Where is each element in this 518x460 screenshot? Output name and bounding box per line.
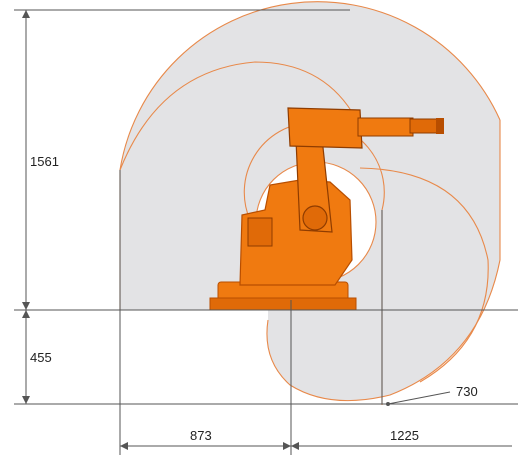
dimension-labels: 1561 455 873 1225 730 (30, 154, 478, 443)
label-depth-730: 730 (456, 384, 478, 399)
robot-wrist (409, 118, 439, 134)
robot-base-foot (209, 297, 357, 311)
envelope-outer-arc (119, 1, 501, 171)
dimension-lines (14, 9, 518, 455)
label-width-1225: 1225 (390, 428, 419, 443)
robot-flange (436, 118, 444, 134)
robot-upper-arm (287, 107, 363, 149)
label-height-455: 455 (30, 350, 52, 365)
depth-730-marker (386, 402, 390, 406)
industrial-robot (209, 107, 444, 311)
robot-shoulder-joint (302, 205, 328, 231)
label-height-1561: 1561 (30, 154, 59, 169)
envelope-inner-upper-arc (119, 61, 353, 310)
label-width-873: 873 (190, 428, 212, 443)
robot-motor-housing (247, 217, 273, 247)
width-1225-arrow (291, 442, 299, 450)
depth-730-leader (387, 391, 451, 405)
robot-forearm (357, 117, 414, 137)
